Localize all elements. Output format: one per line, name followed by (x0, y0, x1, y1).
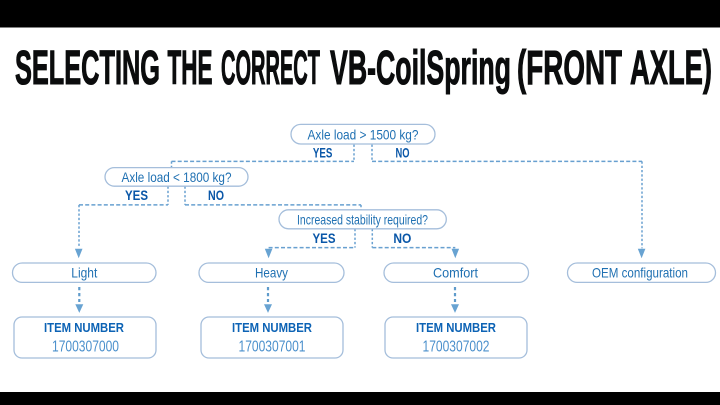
svg-text:CORRECT: CORRECT (221, 42, 320, 95)
svg-text:Heavy: Heavy (255, 266, 288, 281)
svg-text:NO: NO (393, 231, 411, 246)
svg-text:ITEM NUMBER: ITEM NUMBER (416, 320, 497, 335)
svg-text:AXLE): AXLE) (630, 42, 712, 95)
svg-text:Increased stability required?: Increased stability required? (297, 212, 428, 227)
svg-text:YES: YES (313, 146, 333, 161)
svg-text:ITEM NUMBER: ITEM NUMBER (44, 320, 125, 335)
svg-text:Light: Light (71, 266, 97, 281)
svg-text:THE: THE (168, 42, 213, 95)
svg-text:1700307001: 1700307001 (239, 338, 306, 355)
svg-text:SELECTING: SELECTING (15, 42, 160, 95)
svg-text:ITEM NUMBER: ITEM NUMBER (232, 320, 313, 335)
svg-text:YES: YES (313, 231, 336, 246)
svg-text:YES: YES (125, 188, 148, 203)
svg-text:OEM configuration: OEM configuration (592, 266, 688, 281)
svg-text:1700307000: 1700307000 (52, 338, 119, 355)
svg-text:Axle load > 1500 kg?: Axle load > 1500 kg? (308, 127, 419, 142)
svg-text:(FRONT: (FRONT (517, 42, 622, 95)
svg-text:NO: NO (396, 146, 410, 161)
svg-text:1700307002: 1700307002 (423, 338, 490, 355)
svg-text:NO: NO (208, 188, 224, 203)
svg-text:VB-CoilSpring: VB-CoilSpring (330, 42, 511, 95)
svg-text:Axle load < 1800 kg?: Axle load < 1800 kg? (122, 170, 232, 185)
svg-text:Comfort: Comfort (433, 266, 478, 281)
